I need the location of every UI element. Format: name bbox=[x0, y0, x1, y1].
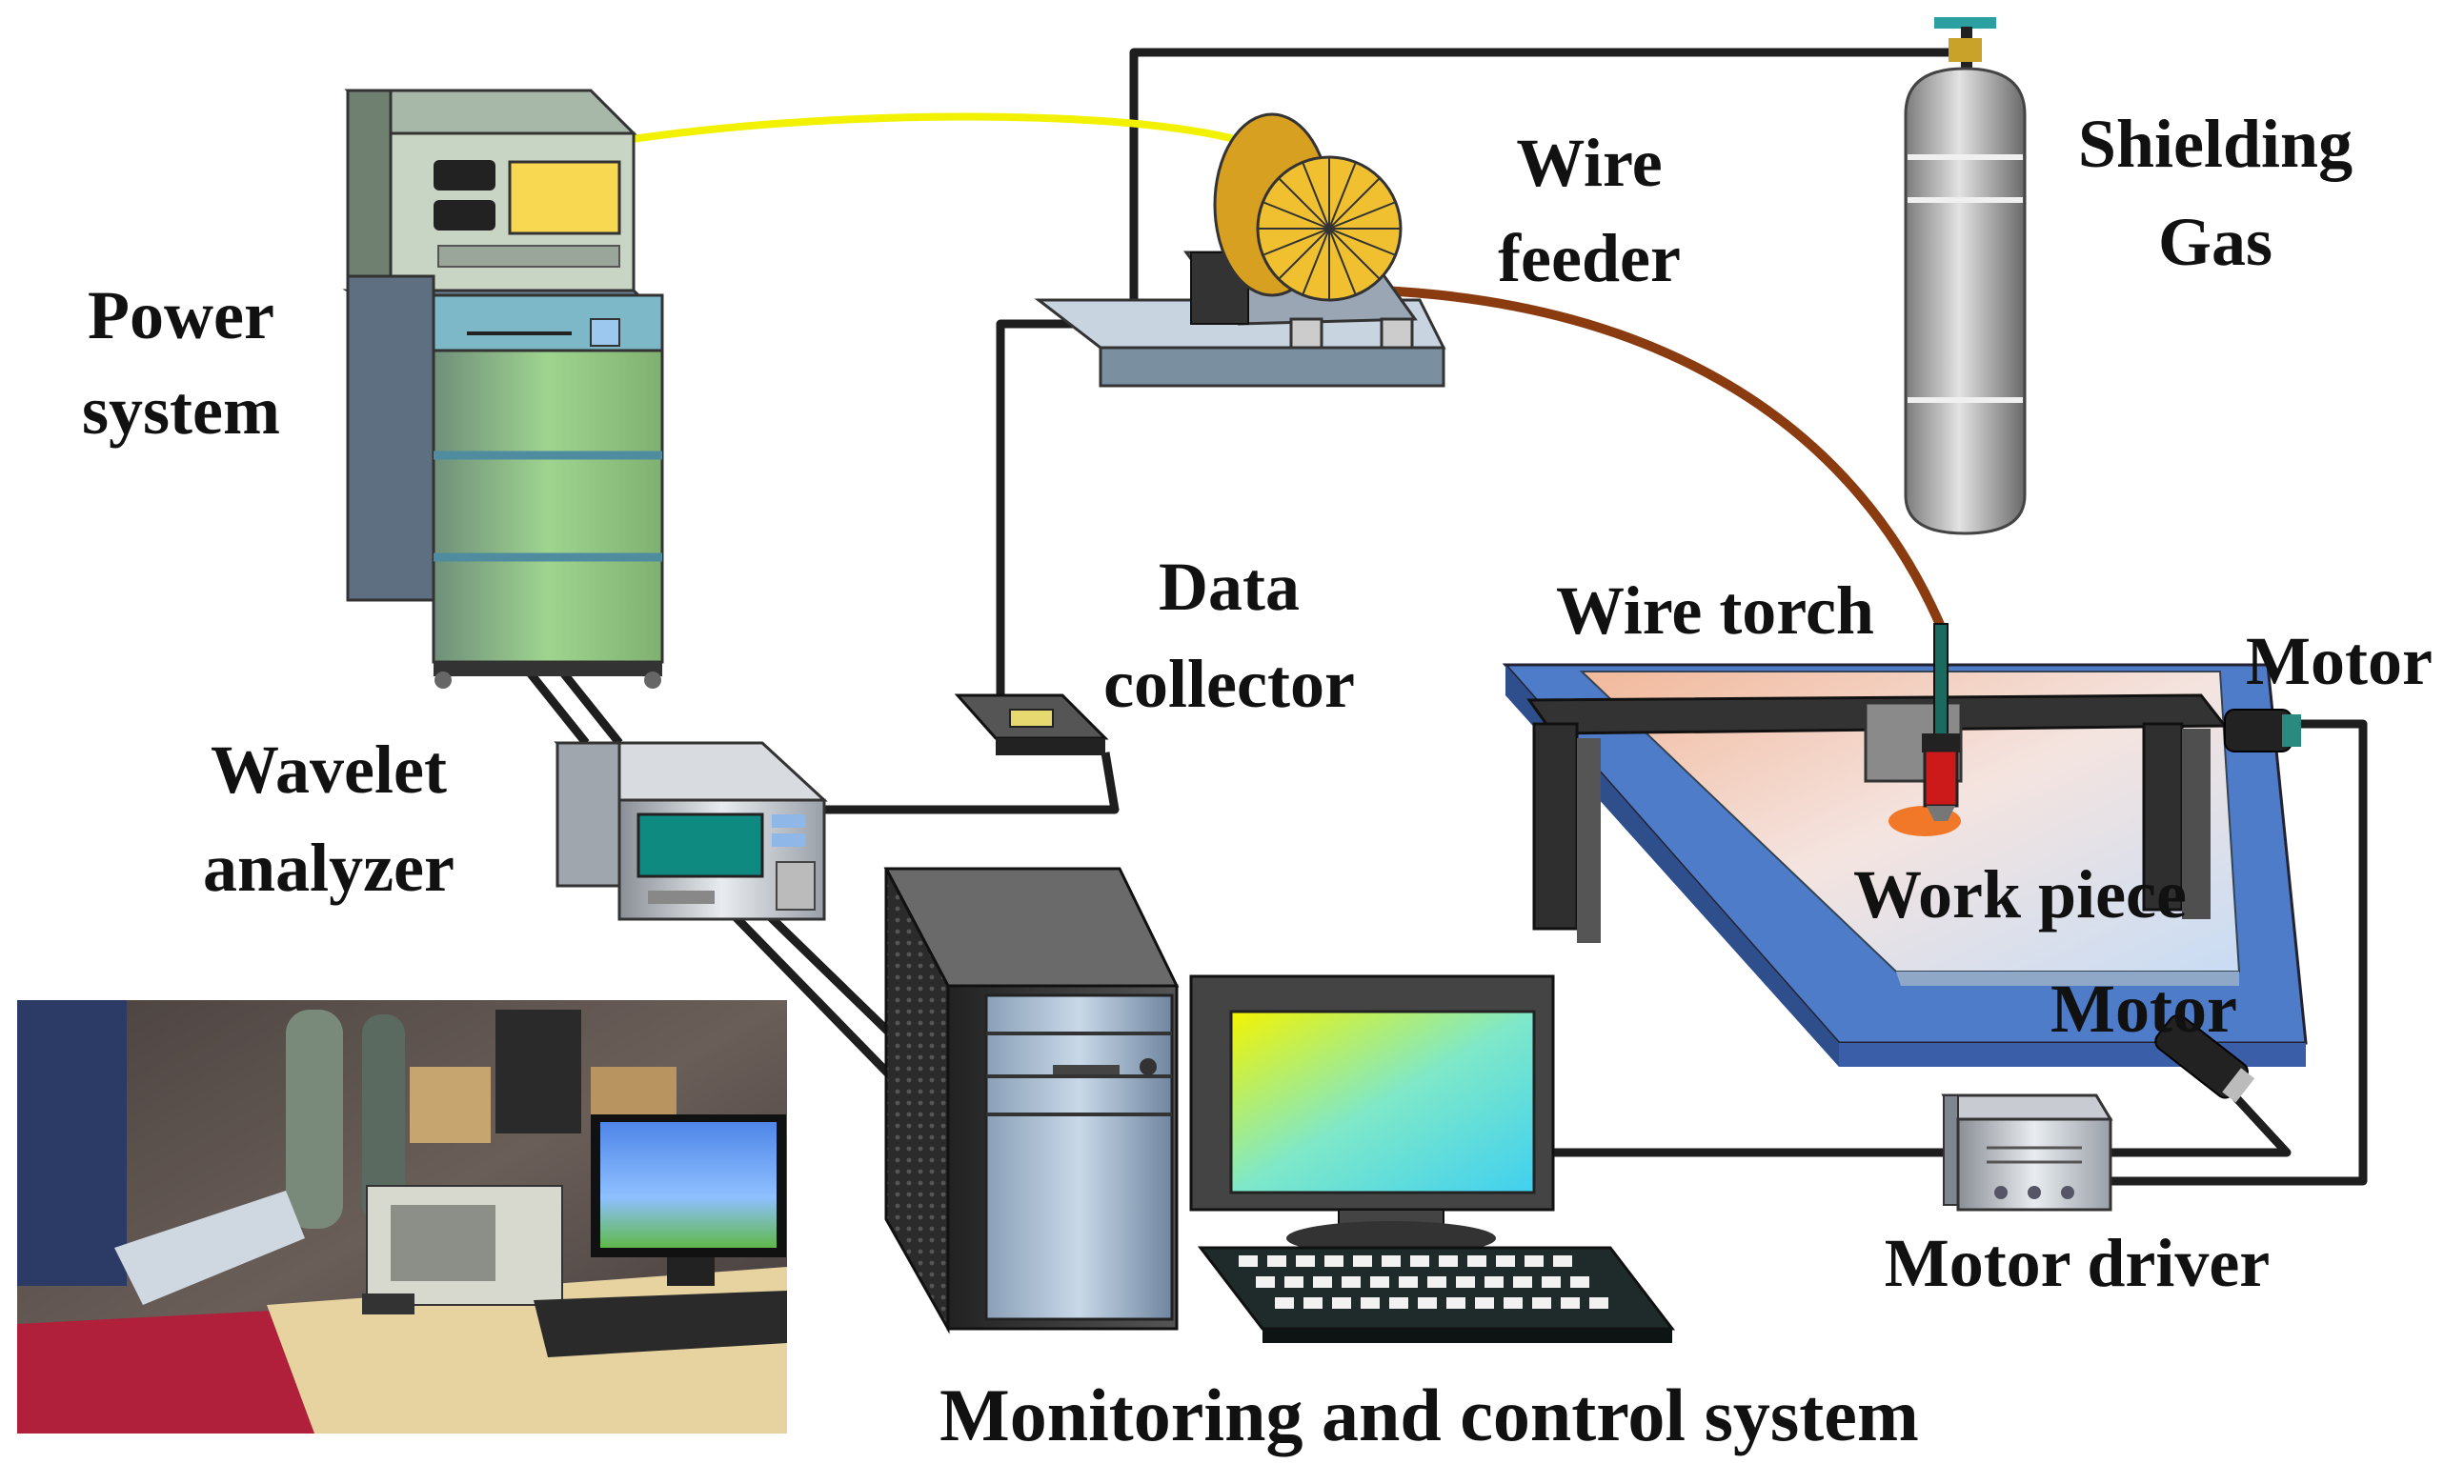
wire-feeder-label-line1: Wire bbox=[1516, 125, 1662, 201]
power-analyzer-cable-b bbox=[558, 669, 623, 746]
wire-feeder-label-line2: feeder bbox=[1498, 220, 1681, 296]
driver-topmotor-cable bbox=[2096, 719, 2368, 1186]
motor-bottom-label: Motor bbox=[2050, 971, 2237, 1047]
bottom-motor bbox=[2154, 1013, 2255, 1103]
spool-spokes bbox=[1258, 157, 1401, 300]
welding-torch bbox=[1922, 623, 1960, 821]
wire-torch-label: Wire torch bbox=[1556, 572, 1874, 649]
shielding-gas-label-line2: Gas bbox=[2158, 204, 2272, 280]
monitor bbox=[1189, 974, 1555, 1255]
analyzer-pc-cable-a bbox=[706, 887, 895, 1080]
power-button bbox=[1140, 1058, 1157, 1075]
analyzer-screen bbox=[636, 812, 764, 878]
wavelet-analyzer-label-line1: Wavelet bbox=[211, 732, 447, 808]
data-collector-label-line2: collector bbox=[1103, 646, 1355, 722]
analyzer-collector-cable bbox=[824, 752, 1120, 814]
lab-photo bbox=[17, 1000, 787, 1434]
gantry bbox=[1526, 693, 2229, 943]
bottommotor-driver-cable bbox=[2096, 1087, 2292, 1157]
work-piece-label: Work piece bbox=[1853, 856, 2187, 933]
power-display bbox=[508, 160, 621, 235]
keyboard-keys bbox=[1239, 1255, 1608, 1309]
wire-feeder bbox=[1034, 112, 1446, 388]
feeder-gas-cable bbox=[1129, 48, 1953, 300]
power-system bbox=[342, 89, 664, 689]
gas-hose bbox=[618, 112, 1274, 156]
power-analyzer-cable-a bbox=[525, 669, 590, 746]
torch-nozzle bbox=[1923, 749, 1959, 808]
power-system-label-line2: system bbox=[82, 372, 280, 449]
top-motor bbox=[2224, 709, 2301, 752]
motor-driver bbox=[1941, 1093, 2113, 1212]
keyboard bbox=[1197, 1246, 1676, 1343]
photo-monitor-screen bbox=[600, 1122, 777, 1248]
computer-tower bbox=[883, 867, 1180, 1334]
wavelet-analyzer bbox=[554, 741, 828, 921]
work-table bbox=[1502, 663, 2308, 1067]
motor-driver-label: Motor driver bbox=[1885, 1225, 2271, 1301]
data-collector-label-line1: Data bbox=[1159, 549, 1300, 625]
motor-top-label: Motor bbox=[2246, 623, 2433, 699]
labels: Power system Wire feeder Shielding Gas D… bbox=[82, 106, 2433, 1456]
power-system-label-line1: Power bbox=[88, 277, 274, 353]
power-wheel bbox=[434, 672, 452, 689]
cables bbox=[525, 48, 2368, 1186]
gas-cylinder bbox=[1904, 17, 2027, 535]
wire-conduit bbox=[1381, 286, 1949, 635]
monitoring-system-label: Monitoring and control system bbox=[939, 1374, 1919, 1456]
wavelet-analyzer-label-line2: analyzer bbox=[203, 830, 454, 906]
monitor-screen bbox=[1229, 1010, 1536, 1194]
data-collector bbox=[954, 693, 1109, 755]
shielding-gas-label-line1: Shielding bbox=[2078, 106, 2353, 182]
